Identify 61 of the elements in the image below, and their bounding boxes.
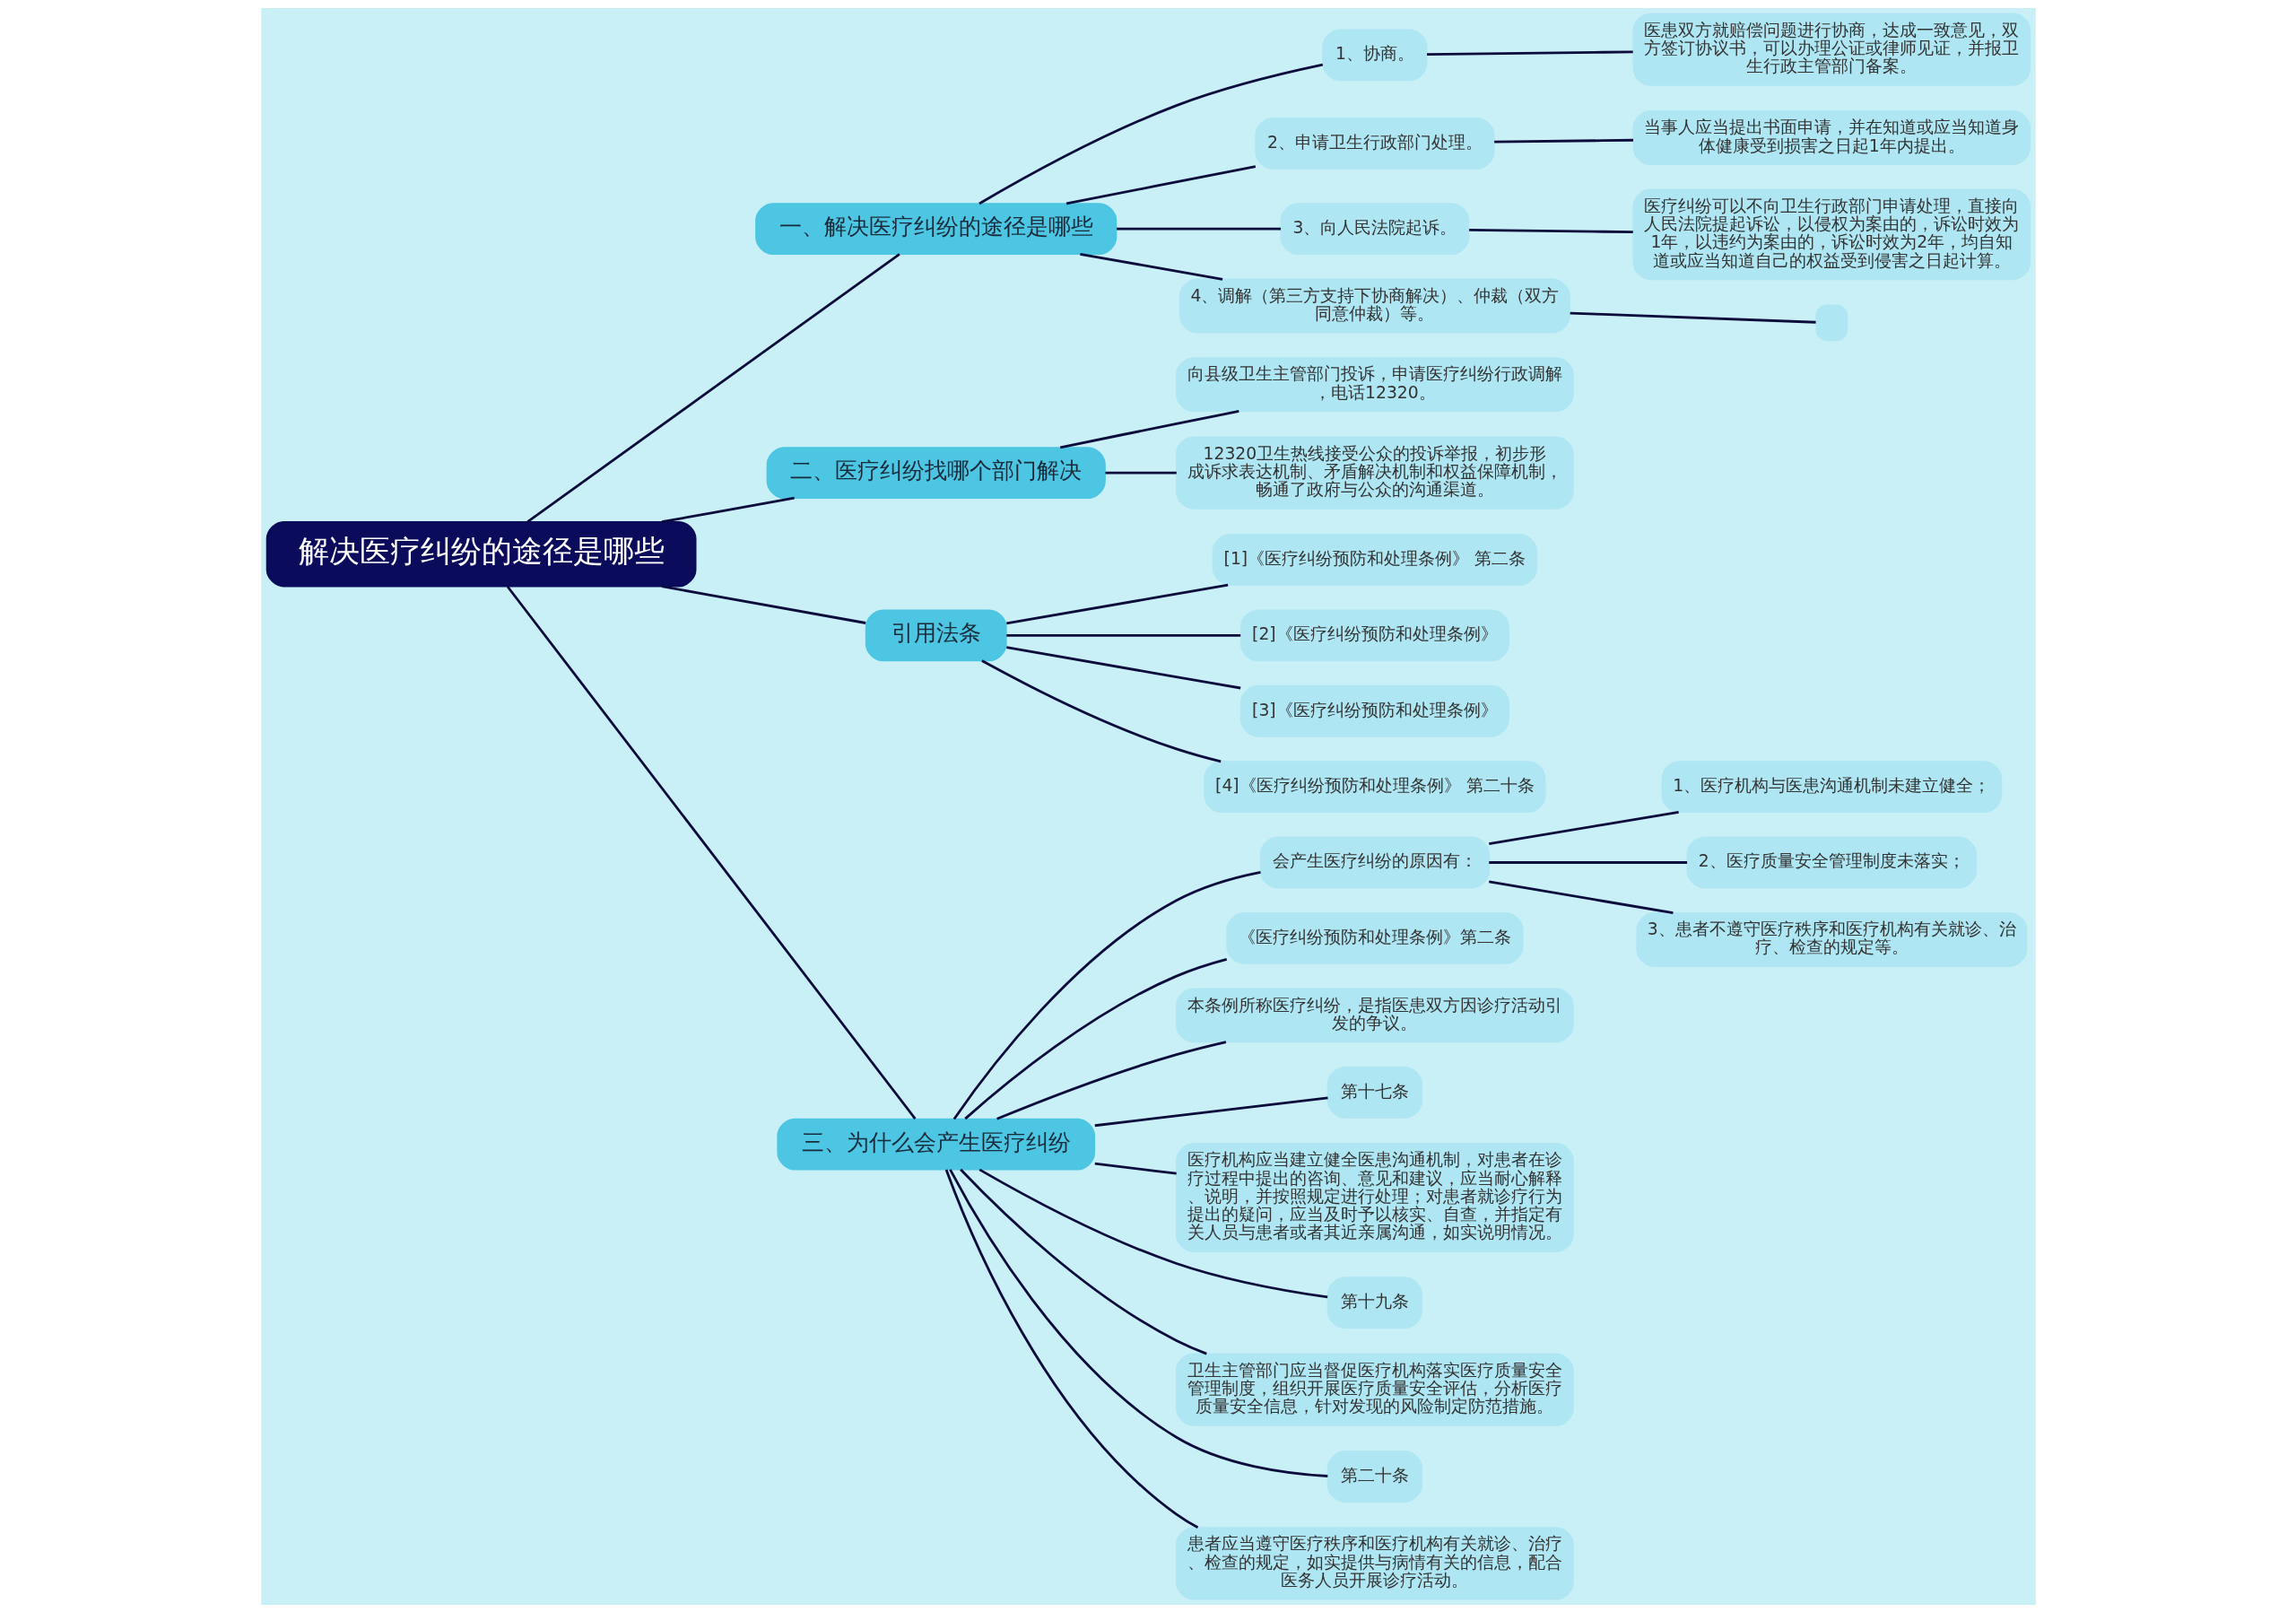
node-box: [4]《医疗纠纷预防和处理条例》 第二十条 — [1203, 760, 1546, 813]
node-box: 第十七条 — [1326, 1066, 1422, 1119]
node-box: 12320卫生热线接受公众的投诉举报，初步形成诉求表达机制、矛盾解决机制和权益保障机制，畅通了政府与公众的沟通渠道。 — [1175, 435, 1574, 510]
node-box — [1814, 304, 1848, 341]
node-box: 2、医疗质量安全管理制度未落实； — [1686, 836, 1977, 888]
node-box: 第十九条 — [1326, 1276, 1422, 1329]
connector — [978, 1168, 1327, 1298]
connector — [963, 957, 1227, 1120]
connector — [1079, 252, 1222, 281]
connector — [1094, 1162, 1177, 1175]
connector — [661, 584, 865, 624]
node-box: 3、向人民法院起诉。 — [1279, 202, 1469, 255]
node-box: 引用法条 — [865, 608, 1007, 661]
connector — [526, 252, 900, 523]
connector — [1116, 227, 1281, 231]
connector — [959, 1168, 1207, 1355]
node-box: 4、调解（第三方支持下协商解决）、仲裁（双方同意仲裁）等。 — [1178, 278, 1570, 334]
connector — [1105, 471, 1177, 474]
connector — [1005, 633, 1240, 637]
node-box: 向县级卫生主管部门投诉，申请医疗纠纷行政调解，电话12320。 — [1175, 356, 1574, 412]
node-box: 二、医疗纠纷找哪个部门解决 — [766, 446, 1106, 499]
node-box: [2]《医疗纠纷预防和处理条例》 — [1239, 608, 1509, 661]
connector — [1094, 1095, 1328, 1127]
node-box: 《医疗纠纷预防和处理条例》第二条 — [1225, 911, 1524, 964]
connector — [1488, 860, 1687, 864]
node-box: 1、医疗机构与医患沟通机制未建立健全； — [1661, 760, 2002, 813]
node-box: 1、协商。 — [1321, 28, 1427, 81]
node-box: 当事人应当提出书面申请，并在知道或应当知道身体健康受到损害之日起1年内提出。 — [1631, 109, 2031, 165]
connector — [978, 63, 1323, 205]
connector — [1005, 583, 1228, 624]
connector — [1493, 138, 1633, 144]
connector — [661, 496, 795, 523]
connector — [506, 585, 916, 1120]
node-box: 一、解决医疗纠纷的途径是哪些 — [754, 202, 1117, 255]
node-box: 解决医疗纠纷的途径是哪些 — [265, 520, 696, 587]
connector — [944, 1168, 1198, 1529]
node-box: 医疗纠纷可以不向卫生行政部门申请处理，直接向人民法院提起诉讼，以侵权为案由的，诉讼时效为1年，以违约为案由的，诉讼时效为2年，均自知道或应当知道自己的权益受到侵害之日起计算。 — [1631, 188, 2031, 280]
node-box: [3]《医疗纠纷预防和处理条例》 — [1239, 684, 1509, 737]
node-box: 第二十条 — [1326, 1450, 1422, 1503]
connector — [1488, 880, 1674, 914]
connector — [996, 1040, 1226, 1120]
connector — [1005, 645, 1240, 689]
node-box: 卫生主管部门应当督促医疗机构落实医疗质量安全管理制度，组织开展医疗质量安全评估，分析医疗质量安全信息，针对发现的风险制定防范措施。 — [1175, 1353, 1574, 1426]
connector — [1468, 228, 1633, 233]
connector — [948, 1168, 1327, 1477]
node-box: 会产生医疗纠纷的原因有： — [1259, 836, 1490, 888]
connector — [952, 870, 1261, 1120]
connector — [1426, 49, 1633, 56]
node-box: 三、为什么会产生医疗纠纷 — [776, 1118, 1095, 1171]
connector — [980, 658, 1222, 762]
node-box: [1]《医疗纠纷预防和处理条例》 第二条 — [1212, 533, 1537, 586]
connector — [1570, 311, 1816, 324]
node-box: 患者应当遵守医疗秩序和医疗机构有关就诊、治疗、检查的规定，如实提供与病情有关的信息，配合医务人员开展诊疗活动。 — [1175, 1526, 1574, 1600]
node-box: 3、患者不遵守医疗秩序和医疗机构有关就诊、治疗、检查的规定等。 — [1635, 911, 2027, 967]
connector — [1488, 810, 1679, 845]
connector — [1065, 164, 1256, 205]
node-box: 医患双方就赔偿问题进行协商，达成一致意见，双方签订协议书，可以办理公证或律师见证，并报卫生行政主管部门备案。 — [1631, 12, 2031, 86]
connector — [1059, 409, 1239, 449]
node-box: 2、申请卫生行政部门处理。 — [1254, 117, 1494, 170]
node-box: 医疗机构应当建立健全医患沟通机制，对患者在诊疗过程中提出的咨询、意见和建议，应当耐心解释、说明，并按照规定进行处理；对患者就诊疗行为提出的疑问，应当及时予以核实、自查，并指定有关人员与患者或者其近亲属沟通，如实说明情况。 — [1175, 1142, 1574, 1252]
node-box: 本条例所称医疗纠纷，是指医患双方因诊疗活动引发的争议。 — [1175, 987, 1574, 1042]
